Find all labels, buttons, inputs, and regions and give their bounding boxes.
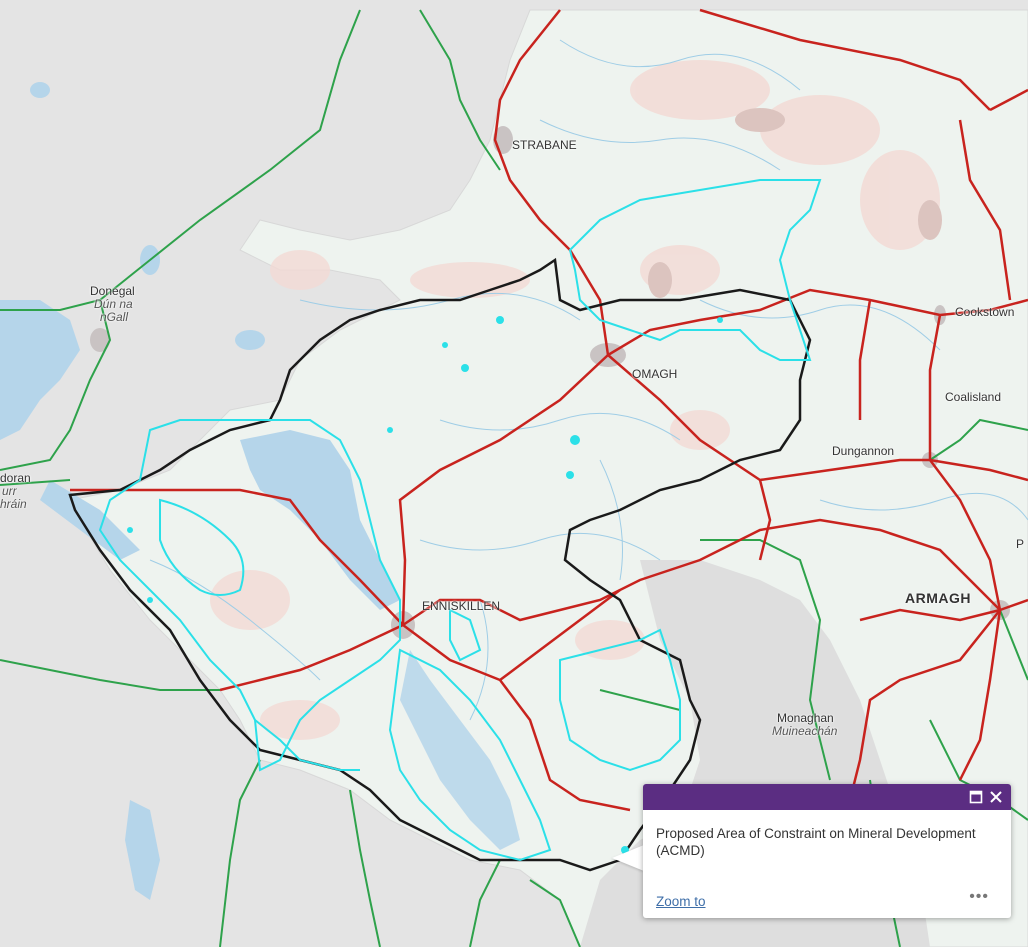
label-dun-na: Dún na (94, 297, 133, 311)
label-dungannon: Dungannon (832, 444, 895, 458)
maximize-icon[interactable] (969, 787, 987, 807)
main-roads (70, 8, 1028, 812)
darker-upland (648, 108, 942, 298)
label-muineachan: Muineachán (772, 724, 838, 738)
label-omagh: OMAGH (632, 367, 678, 381)
zoom-to-link[interactable]: Zoom to (656, 894, 706, 909)
popup-pointer (612, 845, 644, 871)
label-cookstown: Cookstown (955, 305, 1015, 319)
label-doran: doran (0, 471, 31, 485)
label-enniskillen: ENNISKILLEN (422, 599, 501, 613)
label-strabane: STRABANE (512, 138, 577, 152)
label-p-edge: P (1016, 537, 1025, 551)
label-ngall: nGall (100, 310, 129, 324)
label-donegal: Donegal (90, 284, 135, 298)
popup-header (643, 784, 1011, 810)
close-icon[interactable] (989, 787, 1007, 807)
acmd-outlines (98, 179, 822, 862)
label-armagh: ARMAGH (905, 590, 971, 606)
label-coalisland: Coalisland (945, 390, 1002, 404)
upland-tints (210, 60, 940, 740)
popup-title: Proposed Area of Constraint on Mineral D… (656, 826, 976, 858)
more-options-button[interactable]: ••• (969, 888, 989, 905)
feature-popup: Proposed Area of Constraint on Mineral D… (643, 784, 1011, 918)
label-monaghan: Monaghan (777, 711, 834, 725)
label-urr: urr (2, 484, 17, 498)
label-hrain: hráin (0, 497, 27, 511)
primary-roads (0, 9, 1028, 947)
